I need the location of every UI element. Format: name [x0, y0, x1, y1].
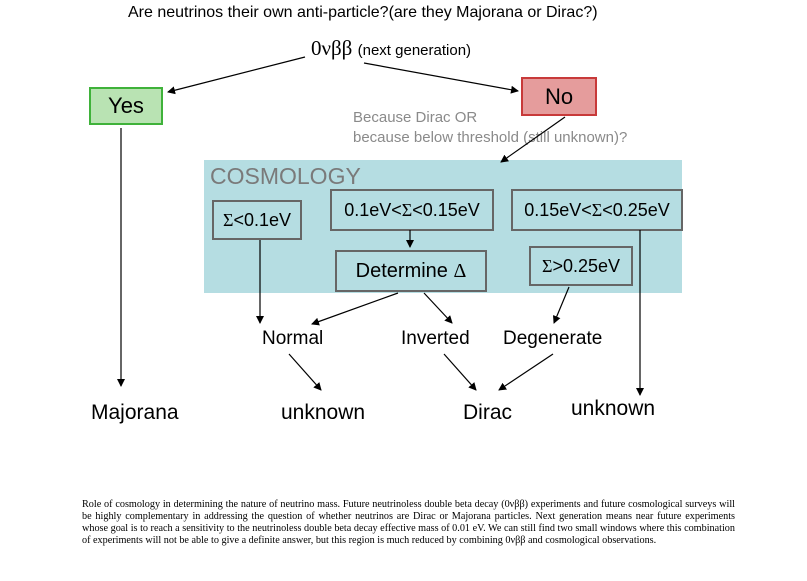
arrow-determine-to-inverted: [423, 292, 453, 324]
dirac-outcome: Dirac: [463, 401, 513, 424]
arrow-normal-to-unknown: [288, 353, 322, 391]
box-text: Determine: [355, 260, 454, 282]
unknown-outcome-right: unknown: [571, 397, 656, 420]
box-text: <0.25eV: [602, 200, 670, 220]
no-reason-text: Because Dirac OR because below threshold…: [353, 108, 627, 148]
determine-delta-box: Determine Δ: [335, 250, 487, 292]
arrow-no-to-cosmology: [500, 116, 566, 163]
cosmology-label: COSMOLOGY: [210, 163, 361, 189]
no-reason-line-1: Because Dirac OR: [353, 109, 478, 126]
arrow-inverted-to-dirac: [443, 353, 477, 391]
box-text: <0.1eV: [233, 210, 292, 230]
normal-hierarchy-label: Normal: [262, 328, 324, 349]
arrow-0vbb-to-no: [363, 62, 519, 94]
figure-caption: Role of cosmology in determining the nat…: [82, 499, 735, 547]
process-note: (next generation): [357, 42, 472, 59]
majorana-outcome: Majorana: [91, 401, 179, 424]
box-text: >0.25eV: [552, 256, 621, 276]
arrow-gt025-to-degenerate: [553, 286, 570, 324]
sum-0.15-to-0.25-box: 0.15eV<Σ<0.25eV: [511, 189, 683, 231]
process-symbol: 0νββ: [311, 36, 353, 60]
box-text-pre: 0.15eV<: [524, 200, 592, 220]
inverted-hierarchy-label: Inverted: [401, 328, 470, 349]
sum-above-0.25-box: Σ>0.25eV: [529, 246, 633, 286]
arrow-determine-to-normal: [311, 292, 399, 326]
sum-below-0.1-box: Σ<0.1eV: [212, 200, 302, 240]
arrow-0vbb-to-yes: [167, 56, 306, 95]
sigma-symbol: Σ: [222, 210, 234, 230]
degenerate-hierarchy-label: Degenerate: [503, 328, 603, 349]
yes-box: Yes: [89, 87, 163, 125]
sum-0.1-to-0.15-box: 0.1eV<Σ<0.15eV: [330, 189, 494, 231]
process-label: 0νββ (next generation): [311, 36, 471, 61]
arrow-degenerate-to-dirac: [498, 353, 554, 391]
sigma-symbol: Σ: [591, 200, 603, 220]
box-text-pre: 0.1eV<: [344, 200, 402, 220]
box-text: <0.15eV: [412, 200, 480, 220]
no-box: No: [521, 77, 597, 116]
unknown-outcome-left: unknown: [281, 401, 366, 424]
sigma-symbol: Σ: [541, 256, 553, 276]
diagram-title: Are neutrinos their own anti-particle?(a…: [128, 4, 598, 21]
delta-symbol: Δ: [453, 260, 467, 282]
sigma-symbol: Σ: [401, 200, 413, 220]
no-reason-line-2: because below threshold (still unknown)?: [353, 129, 628, 146]
